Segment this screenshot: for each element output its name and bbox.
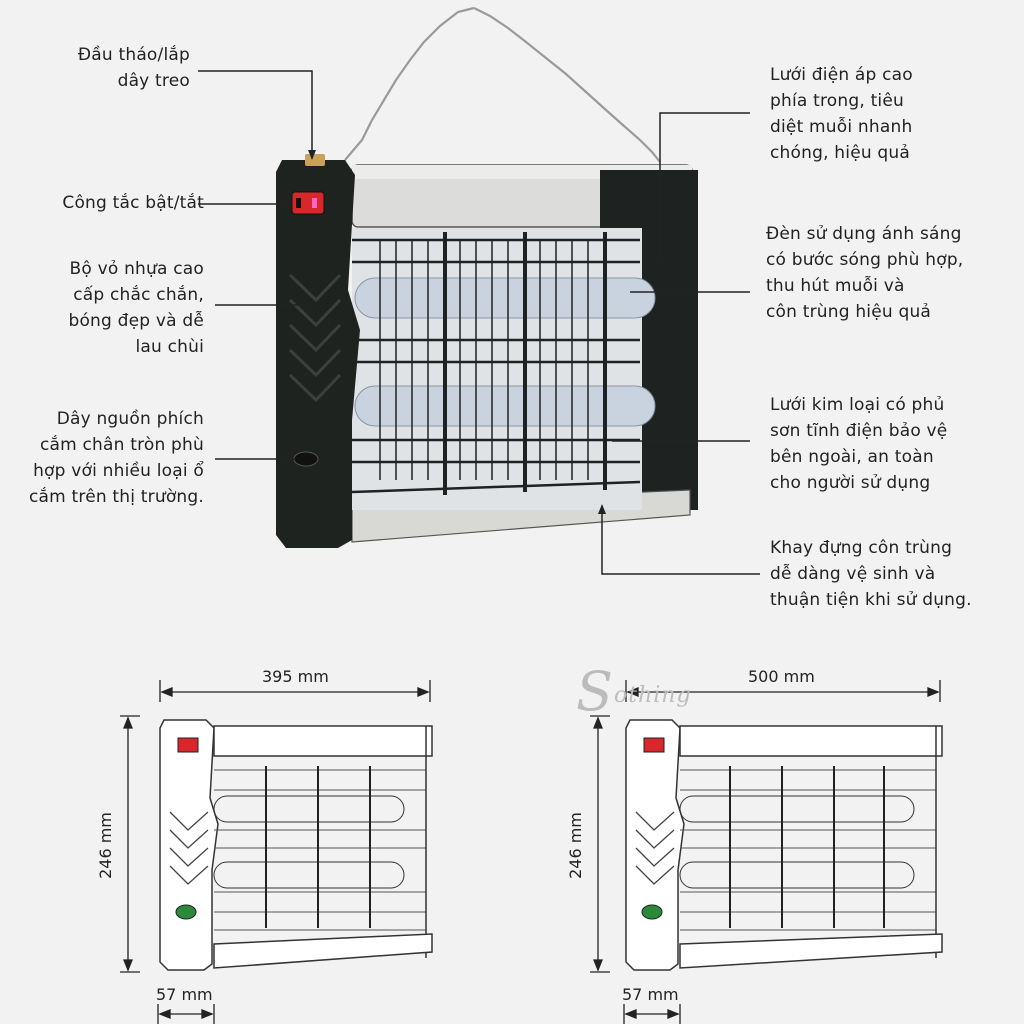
uv-lamp-bottom — [354, 385, 656, 427]
small-width-label: 395 mm — [262, 667, 329, 686]
hanging-chain — [344, 6, 661, 163]
left-housing — [276, 160, 360, 548]
callout-grid: Lưới điện áp cao phía trong, tiêu diệt m… — [770, 65, 913, 163]
large-height-label: 246 mm — [565, 812, 585, 879]
small-height-label: 246 mm — [95, 812, 115, 879]
power-switch — [291, 191, 325, 215]
callout-lamp: Đèn sử dụng ánh sáng có bước sóng phù hợ… — [766, 224, 964, 322]
callout-housing: Bộ vỏ nhựa cao cấp chắc chắn, bóng đẹp v… — [68, 259, 204, 357]
callout-mesh: Lưới kim loại có phủ sơn tĩnh điện bảo v… — [770, 395, 948, 493]
outer-mesh — [351, 232, 641, 495]
large-depth-label: 57 mm — [622, 985, 679, 1004]
brand-watermark: Sothing — [576, 660, 692, 723]
small-depth-label: 57 mm — [156, 985, 213, 1004]
drawing-small — [159, 719, 433, 971]
large-width-label: 500 mm — [748, 667, 815, 686]
drawing-large — [625, 719, 943, 971]
uv-lamp-top — [354, 277, 656, 319]
callout-hanger: Đầu tháo/lắp dây treo — [77, 45, 190, 91]
callout-switch: Công tắc bật/tắt — [62, 193, 204, 213]
callout-power: Dây nguồn phích cắm chân tròn phù hợp vớ… — [28, 409, 204, 507]
callout-tray: Khay đựng côn trùng dễ dàng vệ sinh và t… — [770, 538, 972, 610]
